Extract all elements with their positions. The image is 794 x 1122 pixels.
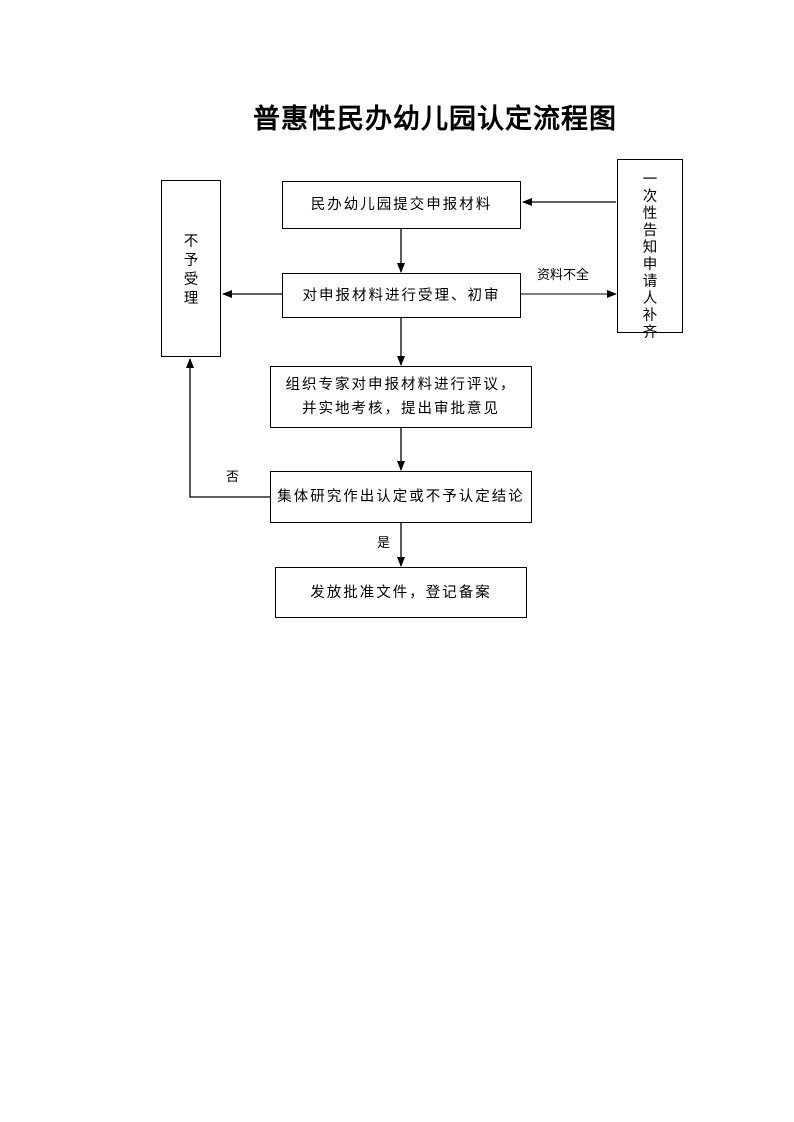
node-reject-text: 不予受理 (183, 234, 199, 307)
arrow-decision-no-to-reject (186, 358, 270, 498)
node-acceptance-review: 对申报材料进行受理、初审 (282, 273, 521, 318)
edge-label-no: 否 (226, 470, 240, 485)
page-title: 普惠性民办幼儿园认定流程图 (253, 104, 617, 135)
node-expert-evaluation: 组织专家对申报材料进行评议，并实地考核，提出审批意见 (270, 366, 532, 428)
edge-label-incomplete: 资料不全 (537, 268, 590, 283)
node-issue-approval-text: 发放批准文件，登记备案 (310, 584, 492, 601)
node-issue-approval: 发放批准文件，登记备案 (275, 567, 527, 618)
node-acceptance-review-text: 对申报材料进行受理、初审 (302, 287, 501, 304)
edge-label-yes: 是 (377, 536, 391, 551)
node-collective-decision-text: 集体研究作出认定或不予认定结论 (277, 489, 525, 505)
node-notify-applicant-text: 一次性告知申请人补齐 (642, 172, 658, 341)
node-submit-materials: 民办幼儿园提交申报材料 (282, 181, 521, 229)
node-collective-decision: 集体研究作出认定或不予认定结论 (270, 471, 532, 523)
node-notify-applicant: 一次性告知申请人补齐 (617, 159, 683, 341)
node-submit-materials-text: 民办幼儿园提交申报材料 (310, 197, 493, 213)
node-reject: 不予受理 (161, 180, 221, 357)
node-expert-evaluation-text: 组织专家对申报材料进行评议，并实地考核，提出审批意见 (285, 377, 517, 417)
